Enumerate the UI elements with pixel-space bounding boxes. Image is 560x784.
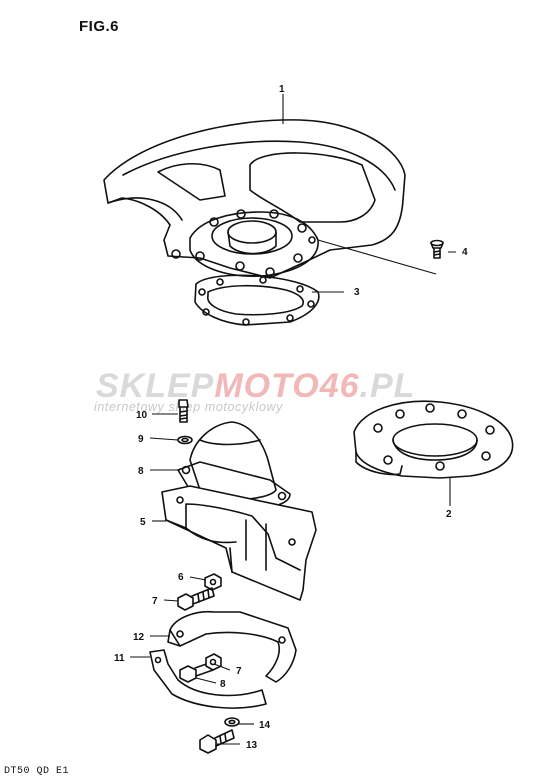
- figure-title: FIG.6: [79, 18, 120, 35]
- callout-9: 9: [138, 434, 144, 445]
- leader-7b: [213, 663, 231, 671]
- callout-6: 6: [178, 572, 184, 583]
- part-3-gasket: [194, 274, 320, 326]
- part-7-lower-nut: [205, 653, 222, 671]
- callout-12: 12: [133, 632, 145, 643]
- part-9-washer: [177, 435, 193, 445]
- part-6-nut: [204, 573, 222, 591]
- part-5-bracket: [161, 485, 317, 601]
- part-12-clamp-band: [167, 610, 297, 683]
- part-13-bolt: [199, 729, 235, 754]
- callout-5: 5: [140, 517, 146, 528]
- leader-lines: [130, 94, 456, 745]
- leader-9: [149, 437, 179, 441]
- part-10-bolt: [178, 399, 189, 423]
- part-7-bolt: [177, 587, 215, 611]
- drawing-code: DT50 QD E1: [4, 766, 70, 777]
- callout-11: 11: [114, 653, 125, 664]
- callout-7a: 7: [152, 596, 158, 607]
- callout-2: 2: [446, 509, 452, 520]
- callout-8a: 8: [138, 466, 144, 477]
- watermark-brand-part3: .PL: [359, 367, 416, 405]
- part-1-cover: [103, 119, 406, 279]
- leader-4: [317, 239, 456, 275]
- watermark-brand: SKLEPMOTO46.PL: [96, 367, 415, 406]
- callout-14: 14: [259, 720, 271, 731]
- callout-1: 1: [279, 84, 285, 95]
- callout-3: 3: [354, 287, 360, 298]
- callout-8b: 8: [220, 679, 226, 690]
- part-11-lower-clamp: [149, 649, 267, 709]
- callout-10: 10: [136, 410, 148, 421]
- leader-6: [189, 576, 207, 581]
- part-14-washer: [224, 717, 240, 727]
- part-4-screw: [430, 239, 444, 259]
- leader-8b: [195, 677, 217, 684]
- callout-13: 13: [246, 740, 258, 751]
- callout-7b: 7: [236, 666, 242, 677]
- watermark-brand-part2: MOTO46: [214, 367, 360, 405]
- leader-7a: [163, 599, 179, 602]
- watermark-brand-part1: SKLEP: [96, 367, 215, 405]
- part-2-ring-plate: [353, 400, 514, 479]
- callout-4: 4: [462, 247, 468, 258]
